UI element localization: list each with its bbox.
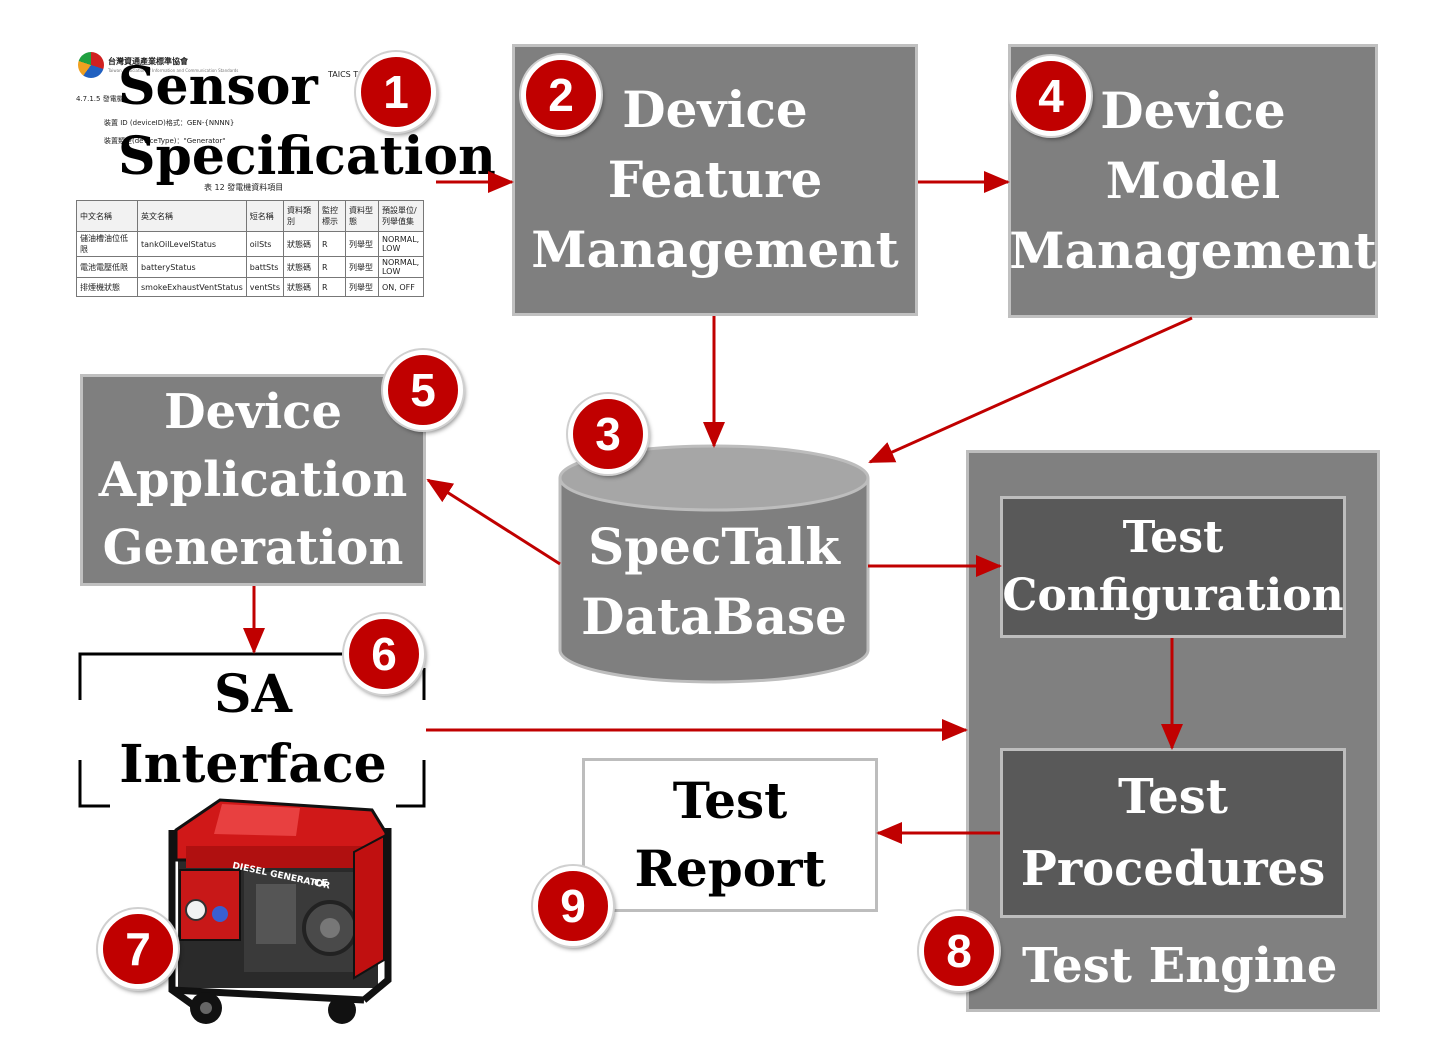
step-badge-9: 9 bbox=[533, 866, 613, 946]
arrow-model-to-database bbox=[868, 316, 1193, 464]
table-cell: 電池電壓低限 bbox=[76, 256, 138, 278]
step-badge-5: 5 bbox=[383, 350, 463, 430]
database-line2: DataBase bbox=[581, 587, 847, 646]
table-cell: batteryStatus bbox=[137, 256, 247, 278]
step-badge-1: 1 bbox=[356, 52, 436, 132]
diesel-generator-image: DIESEL GENERATOR CE bbox=[168, 798, 392, 1024]
test-engine-label: Test Engine bbox=[1022, 938, 1338, 994]
table-cell: battSts bbox=[245, 256, 284, 278]
test-procedures-box: Test Procedures bbox=[1000, 748, 1346, 918]
table-cell: 排煙機狀態 bbox=[76, 277, 138, 297]
table-header-cell: 資料型態 bbox=[344, 200, 379, 232]
app-gen-line2: Application bbox=[98, 452, 408, 508]
test-report-line2: Report bbox=[634, 839, 826, 898]
model-mgmt-line3: Management bbox=[1009, 221, 1377, 280]
sa-interface-line2: Interface bbox=[119, 734, 387, 795]
test-procedures-line1: Test bbox=[1118, 769, 1228, 825]
table-header-cell: 英文名稱 bbox=[137, 200, 247, 232]
doc-line-device-type: 裝置類型(deviceType)："Generator" bbox=[104, 137, 226, 145]
step-badge-4: 4 bbox=[1011, 56, 1091, 136]
sensor-spec-title-line2: Specification bbox=[118, 126, 496, 187]
feature-mgmt-line1: Device bbox=[622, 80, 808, 139]
org-logo-icon bbox=[78, 52, 104, 78]
generator-data-table: 中文名稱 英文名稱 短名稱 資料類別 監控標示 資料型態 預設單位/列舉值集 儲… bbox=[76, 200, 424, 297]
sa-interface-bracket bbox=[78, 652, 426, 808]
app-gen-line1: Device bbox=[163, 384, 343, 440]
step-badge-2: 2 bbox=[521, 55, 601, 135]
flow-arrows bbox=[243, 171, 1193, 844]
step-badge-6: 6 bbox=[344, 614, 424, 694]
table-cell: NORMAL, LOW bbox=[377, 231, 424, 257]
table-header-cell: 預設單位/列舉值集 bbox=[377, 200, 424, 232]
table-cell: 列舉型 bbox=[344, 277, 379, 297]
feature-mgmt-line2: Feature bbox=[607, 150, 823, 209]
sa-interface-line1: SA bbox=[214, 664, 292, 725]
feature-mgmt-line3: Management bbox=[531, 220, 899, 279]
table-header-cell: 資料類別 bbox=[282, 200, 319, 232]
test-config-line2: Configuration bbox=[1002, 570, 1344, 621]
doc-section: 4.7.1.5 發電機 bbox=[76, 95, 124, 103]
test-report-box: Test Report bbox=[582, 758, 878, 912]
table-cell: R bbox=[317, 277, 346, 297]
org-name: 台灣資通產業標準協會 bbox=[108, 57, 188, 66]
generator-ce-mark: CE bbox=[314, 878, 328, 889]
table-cell: 狀態碼 bbox=[282, 256, 319, 278]
table-row: 儲油槽油位低限 tankOilLevelStatus oilSts 狀態碼 R … bbox=[76, 231, 424, 257]
table-row: 排煙機狀態 smokeExhaustVentStatus ventSts 狀態碼… bbox=[76, 277, 424, 297]
sensor-specification-document: 台灣資通產業標準協會 Taiwan Association of Informa… bbox=[72, 48, 442, 304]
test-report-line1: Test bbox=[672, 771, 788, 830]
app-gen-line3: Generation bbox=[102, 520, 404, 576]
table-cell: ventSts bbox=[245, 277, 284, 297]
table-row: 電池電壓低限 batteryStatus battSts 狀態碼 R 列舉型 N… bbox=[76, 256, 424, 278]
table-header-row: 中文名稱 英文名稱 短名稱 資料類別 監控標示 資料型態 預設單位/列舉值集 bbox=[76, 200, 424, 232]
table-cell: ON, OFF bbox=[377, 277, 424, 297]
table-cell: oilSts bbox=[245, 231, 284, 257]
spectalk-database-label: SpecTalk DataBase bbox=[560, 512, 868, 652]
table-header-cell: 監控標示 bbox=[317, 200, 346, 232]
step-badge-7: 7 bbox=[98, 909, 178, 989]
model-mgmt-line2: Model bbox=[1105, 151, 1281, 210]
device-application-generation-box: Device Application Generation bbox=[80, 374, 426, 586]
doc-code: TAICS TS bbox=[328, 70, 364, 79]
table-cell: smokeExhaustVentStatus bbox=[137, 277, 247, 297]
spectalk-database-cylinder bbox=[558, 444, 870, 684]
sensor-spec-title-line1: Sensor bbox=[118, 56, 318, 117]
test-procedures-line2: Procedures bbox=[1020, 841, 1326, 897]
table-cell: tankOilLevelStatus bbox=[137, 231, 247, 257]
org-subtitle: Taiwan Association of Information and Co… bbox=[108, 68, 239, 73]
test-configuration-box: Test Configuration bbox=[1000, 496, 1346, 638]
arrow-database-to-appgen bbox=[426, 478, 561, 566]
table-header-cell: 中文名稱 bbox=[76, 200, 138, 232]
doc-line-device-id: 裝置 ID (deviceID)格式：GEN-{NNNN} bbox=[104, 119, 235, 127]
model-mgmt-line1: Device bbox=[1100, 81, 1286, 140]
database-line1: SpecTalk bbox=[588, 517, 840, 576]
doc-table-caption: 表 12 發電機資料項目 bbox=[204, 183, 284, 192]
step-badge-3: 3 bbox=[568, 394, 648, 474]
table-cell: 狀態碼 bbox=[282, 277, 319, 297]
step-badge-8: 8 bbox=[919, 911, 999, 991]
test-config-line1: Test bbox=[1122, 512, 1224, 563]
